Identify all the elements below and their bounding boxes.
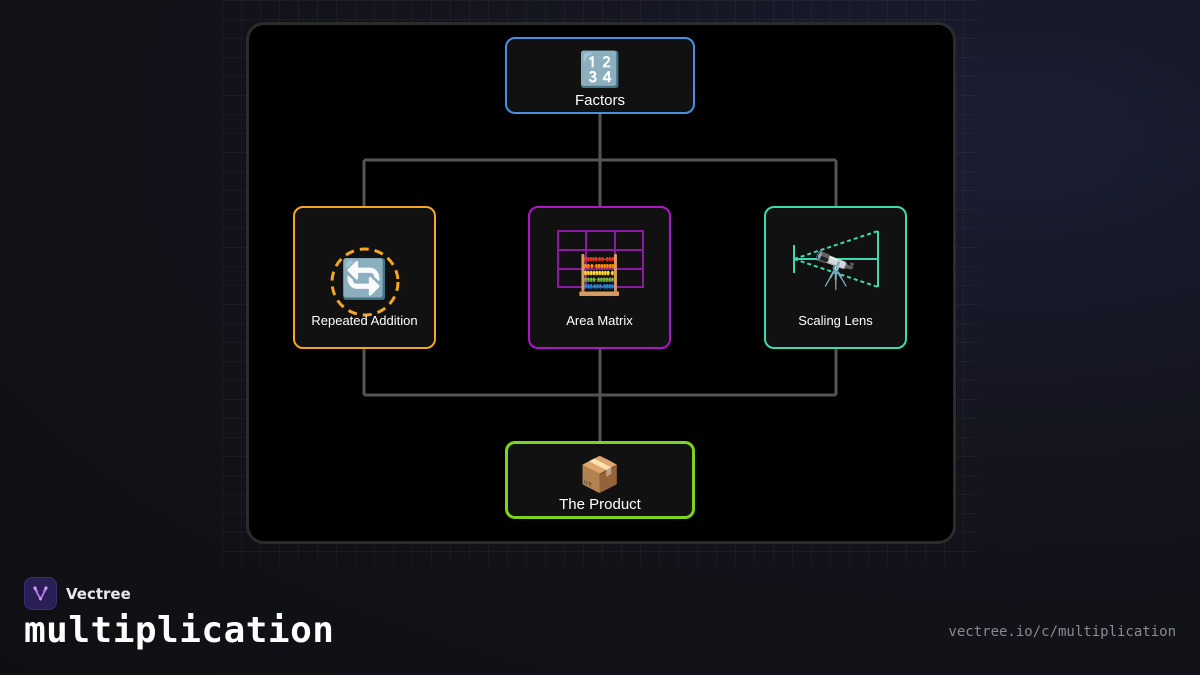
- scaling-lines-art: [793, 230, 879, 288]
- node-repeated-addition[interactable]: 🔄 Repeated Addition: [293, 206, 436, 349]
- node-the-product-label: The Product: [559, 496, 641, 513]
- numbers-icon: 🔢: [578, 50, 622, 90]
- node-area-matrix[interactable]: 🧮 Area Matrix: [528, 206, 671, 349]
- package-icon: 📦: [578, 455, 622, 495]
- node-repeated-addition-label: Repeated Addition: [311, 313, 418, 328]
- repeat-arrows-icon: 🔄: [340, 257, 389, 301]
- node-area-matrix-label: Area Matrix: [566, 313, 633, 328]
- grid-matrix-art: [557, 230, 644, 288]
- page-title: multiplication: [24, 610, 335, 651]
- page-url-link[interactable]: vectree.io/c/multiplication: [948, 624, 1176, 640]
- brand-name: Vectree: [66, 584, 131, 603]
- node-scaling-lens[interactable]: 🔭 Scaling Lens: [764, 206, 907, 349]
- abacus-icon: 🧮: [575, 253, 624, 297]
- dashed-circle-art: [330, 247, 400, 317]
- node-factors[interactable]: 🔢 Factors: [505, 37, 695, 114]
- vectree-logo-icon: [24, 577, 57, 610]
- node-factors-label: Factors: [574, 92, 625, 109]
- telescope-icon: 🔭: [813, 251, 858, 292]
- node-scaling-lens-label: Scaling Lens: [798, 313, 873, 328]
- brand: Vectree: [24, 577, 131, 610]
- node-the-product[interactable]: 📦 The Product: [505, 441, 695, 519]
